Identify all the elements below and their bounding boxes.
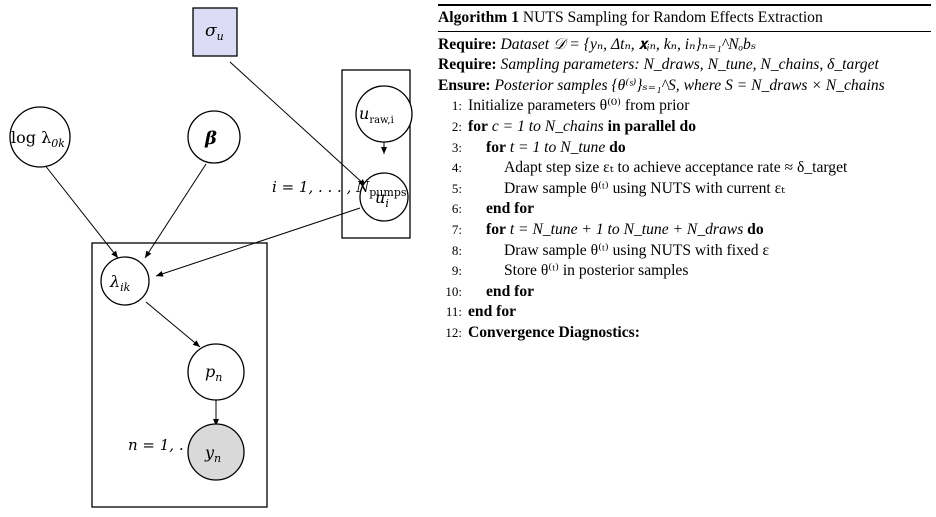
step-text: c = 1 to N_chains <box>491 117 604 135</box>
algorithm-step: 2: for c = 1 to N_chains in parallel do <box>438 117 931 138</box>
svg-text:uraw,i: uraw,i <box>359 104 394 126</box>
algorithm-step: 1: Initialize parameters θ⁽⁰⁾ from prior <box>438 96 931 117</box>
algorithm-step: 11: end for <box>438 302 931 323</box>
require-dataset: Require: Dataset 𝒟 = {yₙ, Δtₙ, 𝐱ᵢₙ, kₙ, … <box>438 35 931 56</box>
require-dataset-text: Dataset 𝒟 = {yₙ, Δtₙ, 𝐱ᵢₙ, kₙ, iₙ}ₙ₌₁^Nₒ… <box>500 35 757 53</box>
edge-sigma-to-u <box>229 61 367 187</box>
algorithm-step: 12: Convergence Diagnostics: <box>438 323 931 344</box>
svg-text:β: β <box>204 128 217 149</box>
step-keyword: for <box>486 220 506 238</box>
step-number: 8: <box>451 242 462 258</box>
step-keyword: end for <box>486 282 535 300</box>
step-text: t = N_tune + 1 to N_tune + N_draws <box>509 220 744 238</box>
algorithm-block: Algorithm 1 NUTS Sampling for Random Eff… <box>438 4 931 344</box>
node-y-n: yn <box>187 423 245 481</box>
step-keyword: in parallel do <box>607 117 696 135</box>
node-log-lambda: log λ0k <box>9 106 71 168</box>
algorithm-step: 9: Store θ⁽ᵗ⁾ in posterior samples <box>438 261 931 282</box>
step-keyword: do <box>609 138 626 156</box>
step-text: Draw sample θ⁽ᵗ⁾ using NUTS with fixed ε <box>504 241 770 259</box>
graphical-model-diagram: σu log λ0k β uraw,i ui i = 1, . . . , Np… <box>9 7 413 508</box>
pumps-plate-label: i = 1, . . . , Npumps <box>272 178 407 199</box>
step-number: 4: <box>451 160 462 176</box>
observations-plate <box>91 242 268 508</box>
svg-text:λik: λik <box>109 272 131 294</box>
require-sampling-text: Sampling parameters: N_draws, N_tune, N_… <box>500 56 879 74</box>
require-sampling: Require: Sampling parameters: N_draws, N… <box>438 55 931 76</box>
svg-text:σu: σu <box>205 21 224 43</box>
step-number: 2: <box>451 118 462 134</box>
algorithm-step: 4: Adapt step size εₜ to achieve accepta… <box>438 158 931 179</box>
ensure-text: Posterior samples {θ⁽ˢ⁾}ₛ₌₁^S, where S =… <box>494 76 885 94</box>
algorithm-caption-rule <box>438 30 931 32</box>
step-number: 9: <box>451 263 462 279</box>
step-keyword: Convergence Diagnostics: <box>468 323 640 341</box>
step-text: t = 1 to N_tune <box>509 138 606 156</box>
step-keyword: end for <box>486 200 535 218</box>
step-text: Initialize parameters θ⁽⁰⁾ from prior <box>468 97 690 115</box>
edge-lambda-to-p <box>145 301 201 348</box>
node-lambda-ik: λik <box>100 256 150 306</box>
node-u-raw: uraw,i <box>355 85 413 143</box>
algorithm-caption-text: NUTS Sampling for Random Effects Extract… <box>522 9 823 26</box>
algorithm-step: 3: for t = 1 to N_tune do <box>438 138 931 159</box>
svg-text:pn: pn <box>205 362 222 384</box>
ensure-keyword: Ensure: <box>438 76 491 94</box>
edge-beta-to-lambda <box>144 163 207 259</box>
svg-text:log λ0k: log λ0k <box>11 128 65 150</box>
step-keyword: end for <box>468 303 517 321</box>
node-u-i: ui <box>359 172 409 222</box>
step-text: Adapt step size εₜ to achieve acceptance… <box>504 159 848 177</box>
step-number: 10: <box>445 283 462 299</box>
step-number: 5: <box>451 180 462 196</box>
svg-text:yn: yn <box>204 443 221 465</box>
require-keyword: Require: <box>438 56 497 74</box>
step-number: 6: <box>451 201 462 217</box>
algorithm-step: 8: Draw sample θ⁽ᵗ⁾ using NUTS with fixe… <box>438 241 931 262</box>
algorithm-step: 5: Draw sample θ⁽ᵗ⁾ using NUTS with curr… <box>438 179 931 200</box>
require-keyword: Require: <box>438 35 497 53</box>
node-sigma-u: σu <box>192 7 238 57</box>
step-text: Draw sample θ⁽ᵗ⁾ using NUTS with current… <box>504 179 785 197</box>
step-keyword: for <box>486 138 506 156</box>
algorithm-top-rule <box>438 4 931 6</box>
step-text: Store θ⁽ᵗ⁾ in posterior samples <box>504 262 689 280</box>
algorithm-step: 10: end for <box>438 282 931 303</box>
algorithm-caption-label: Algorithm 1 <box>438 9 519 26</box>
step-number: 7: <box>451 221 462 237</box>
pumps-plate <box>341 69 411 239</box>
edge-loglambda-to-lambda <box>43 163 119 259</box>
step-keyword: do <box>747 220 764 238</box>
step-number: 3: <box>451 139 462 155</box>
ensure-posterior: Ensure: Posterior samples {θ⁽ˢ⁾}ₛ₌₁^S, w… <box>438 76 931 97</box>
node-p-n: pn <box>187 343 245 401</box>
algorithm-step: 6: end for <box>438 199 931 220</box>
step-number: 1: <box>451 98 462 114</box>
step-number: 11: <box>445 304 462 320</box>
node-beta: β <box>187 110 241 164</box>
step-number: 12: <box>445 324 462 340</box>
edge-u-to-lambda <box>155 207 361 277</box>
algorithm-caption: Algorithm 1 NUTS Sampling for Random Eff… <box>438 6 931 29</box>
svg-text:ui: ui <box>375 188 389 210</box>
step-keyword: for <box>468 117 488 135</box>
algorithm-step: 7: for t = N_tune + 1 to N_tune + N_draw… <box>438 220 931 241</box>
